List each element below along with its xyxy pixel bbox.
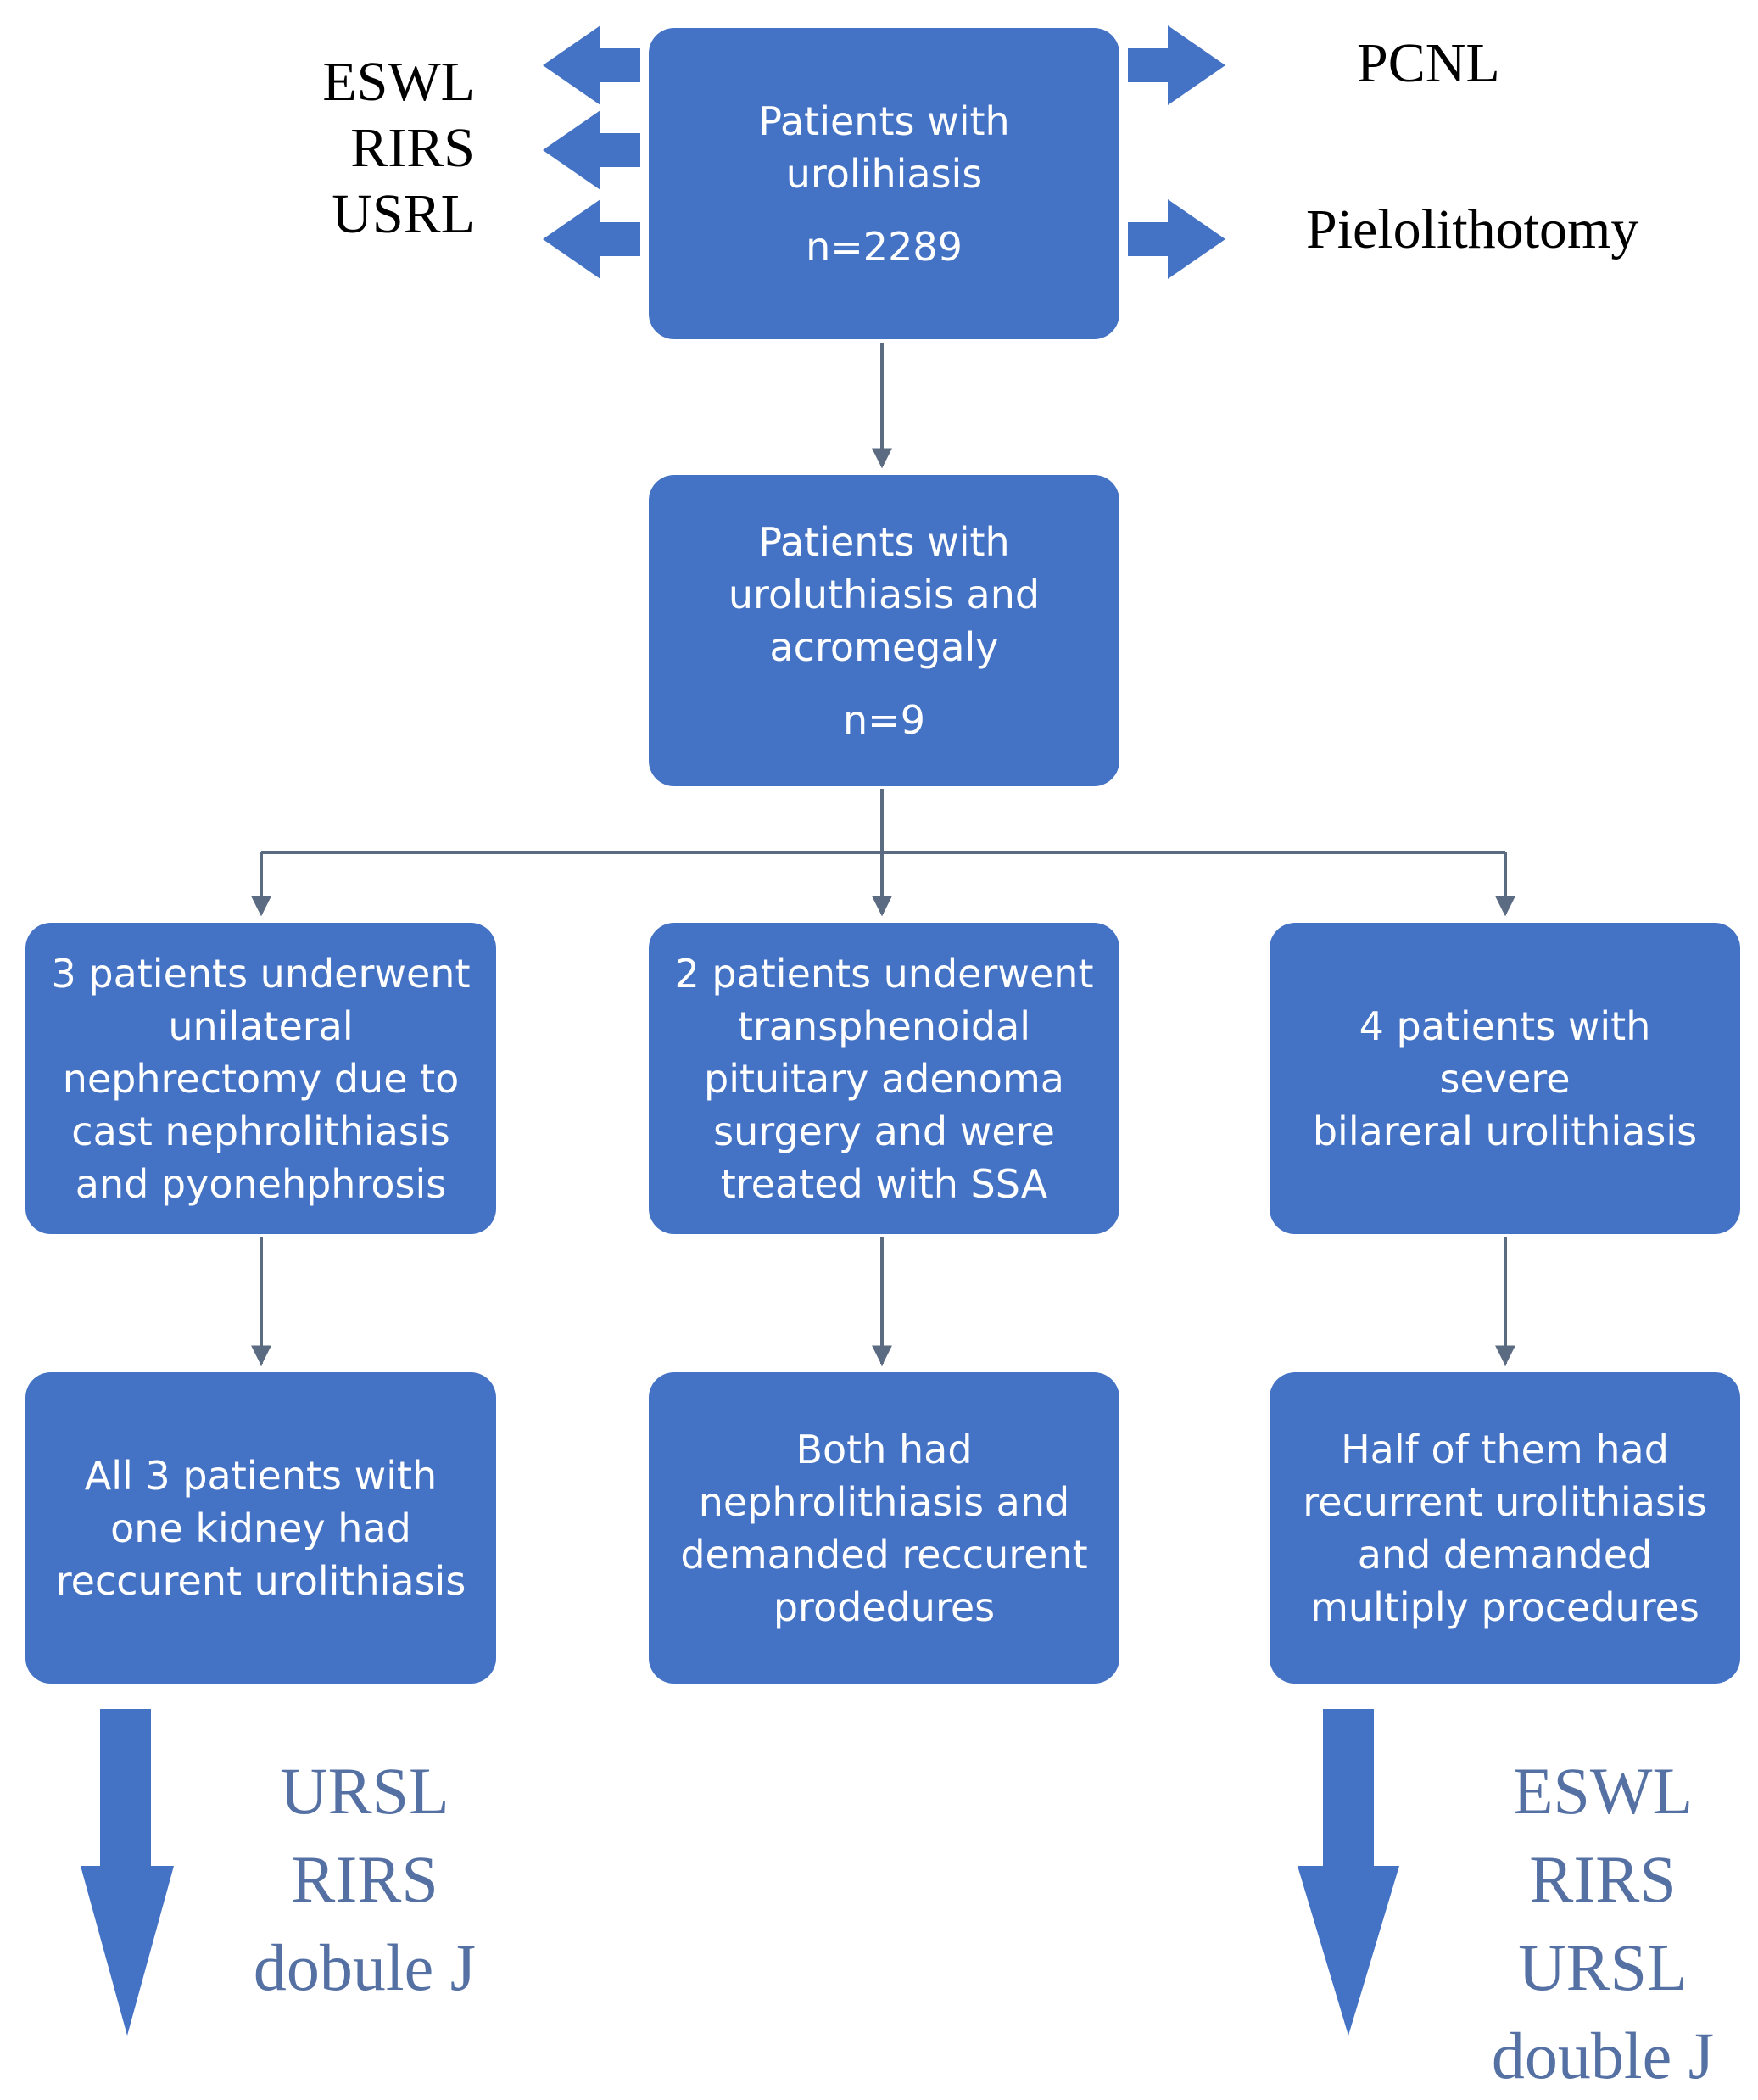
node-result-left: All 3 patients with one kidney had reccu… xyxy=(25,1372,496,1684)
large-down-arrow-left-icon xyxy=(81,1709,174,2036)
node-branch-middle-line-1: 2 patients underwent xyxy=(674,950,1094,997)
node-branch-left-line-1: 3 patients underwent xyxy=(51,950,471,997)
node-result-right-line-3: and demanded xyxy=(1357,1531,1653,1578)
node-branch-left: 3 patients underwent unilateral nephrect… xyxy=(25,923,496,1234)
node-result-middle: Both had nephrolithiasis and demanded re… xyxy=(649,1372,1119,1684)
node-branch-middle: 2 patients underwent transphenoidal pitu… xyxy=(649,923,1119,1234)
node-result-right-line-4: multiply procedures xyxy=(1310,1583,1699,1630)
node-branch-right-line-1: 4 patients with severe xyxy=(1359,1003,1651,1102)
node-result-left-line-3: reccurent urolithiasis xyxy=(55,1557,466,1604)
node-branch-right: 4 patients with severe bilareral urolith… xyxy=(1270,923,1740,1234)
node-result-right-line-2: recurrent urolithiasis xyxy=(1303,1478,1707,1525)
node-root-count: n=2289 xyxy=(806,223,963,270)
treatment-left-2: RIRS xyxy=(350,117,475,179)
node-branch-left-line-4: cast nephrolithiasis xyxy=(71,1108,450,1154)
large-down-arrow-right-icon xyxy=(1298,1709,1399,2036)
node-branch-middle-line-3: pituitary adenoma xyxy=(704,1055,1064,1102)
block-arrow-right-2-icon xyxy=(1128,199,1225,279)
node-acromegaly: Patients with uroluthiasis and acromegal… xyxy=(649,475,1119,786)
node-root-line-1: Patients with xyxy=(758,98,1010,144)
outcome-left-1: URSL xyxy=(280,1754,449,1828)
node-result-left-line-1: All 3 patients with xyxy=(84,1452,438,1499)
block-arrow-left-1-icon xyxy=(543,25,640,105)
outcome-right-3: URSL xyxy=(1518,1930,1688,2004)
node-root: Patients with urolihiasis n=2289 xyxy=(649,28,1119,339)
treatment-left-1: ESWL xyxy=(322,51,475,113)
outcome-right-2: RIRS xyxy=(1529,1842,1677,1916)
treatment-right-1: PCNL xyxy=(1357,32,1500,94)
block-arrow-right-1-icon xyxy=(1128,25,1225,105)
node-result-right-line-1: Half of them had xyxy=(1341,1426,1669,1472)
outcome-left-3: dobule J xyxy=(253,1930,477,2004)
outcome-left: URSL RIRS dobule J xyxy=(220,1747,509,2012)
node-branch-middle-line-5: treated with SSA xyxy=(720,1160,1048,1207)
block-arrow-left-3-icon xyxy=(543,199,640,279)
node-result-right: Half of them had recurrent urolithiasis … xyxy=(1270,1372,1740,1684)
node-branch-right-line-2: bilareral urolithiasis xyxy=(1312,1108,1698,1154)
node-result-middle-line-4: prodedures xyxy=(773,1583,996,1630)
node-branch-left-line-5: and pyonehphrosis xyxy=(75,1160,447,1207)
outcome-left-2: RIRS xyxy=(291,1842,438,1916)
node-result-middle-line-1: Both had xyxy=(795,1426,973,1472)
node-root-line-2: urolihiasis xyxy=(785,150,983,197)
node-branch-left-line-3: nephrectomy due to xyxy=(62,1055,460,1102)
node-result-middle-line-3: demanded reccurent xyxy=(680,1531,1088,1578)
block-arrow-left-2-icon xyxy=(543,110,640,190)
outcome-right: ESWL RIRS URSL double J xyxy=(1459,1747,1747,2100)
node-result-left-line-2: one kidney had xyxy=(110,1505,411,1551)
node-acromegaly-line-2: uroluthiasis and xyxy=(728,571,1041,617)
node-acromegaly-line-3: acromegaly xyxy=(769,623,999,670)
node-result-middle-line-2: nephrolithiasis and xyxy=(698,1478,1070,1525)
outcome-right-1: ESWL xyxy=(1512,1754,1694,1828)
node-acromegaly-line-1: Patients with xyxy=(758,518,1010,565)
node-branch-middle-line-4: surgery and were xyxy=(713,1108,1055,1154)
node-branch-middle-line-2: transphenoidal xyxy=(737,1003,1031,1049)
treatment-right-2: Pielolithotomy xyxy=(1306,198,1639,260)
node-branch-left-line-2: unilateral xyxy=(168,1003,354,1049)
node-acromegaly-count: n=9 xyxy=(843,696,925,743)
treatments-left: ESWL RIRS USRL xyxy=(271,49,475,248)
outcome-right-4: double J xyxy=(1491,2019,1715,2092)
treatment-left-3: USRL xyxy=(332,183,475,245)
